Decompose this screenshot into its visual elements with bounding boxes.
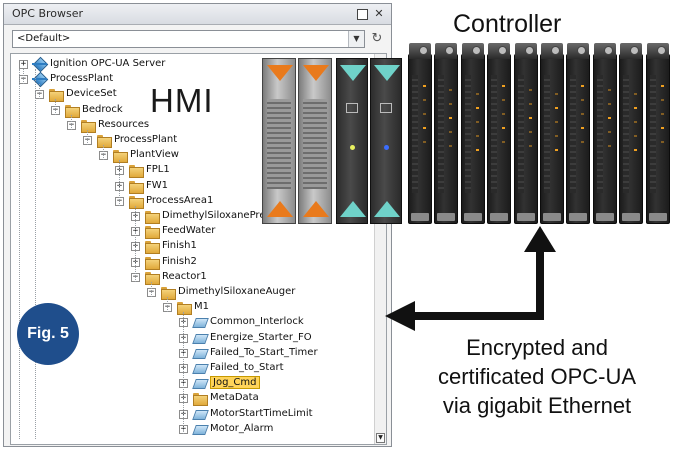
server-icon xyxy=(32,73,47,86)
hmi-label: HMI xyxy=(150,82,214,119)
figure-badge: Fig. 5 xyxy=(17,303,79,365)
cpu-module xyxy=(370,58,402,224)
tree-node-label: MotorStartTimeLimit xyxy=(210,407,313,419)
tree-node-label: M1 xyxy=(194,301,209,313)
tree-node-label: MetaData xyxy=(210,392,259,404)
tree-node-label: Jog_Cmd xyxy=(210,376,260,390)
tree-guide-line xyxy=(183,312,184,434)
window-title: OPC Browser xyxy=(12,7,84,20)
tree-node-label: DimethylSiloxaneAuger xyxy=(178,286,296,297)
io-module xyxy=(619,43,644,224)
tree-guide-line xyxy=(23,69,24,85)
folder-icon xyxy=(176,301,192,316)
io-module xyxy=(566,43,591,224)
caption-line: Encrypted and xyxy=(466,335,608,360)
folder-icon xyxy=(128,195,144,209)
folder-icon xyxy=(160,286,176,300)
tree-node-label: Reactor1 xyxy=(162,270,207,282)
restore-icon[interactable] xyxy=(355,7,369,21)
tree-node-label: ProcessPlant xyxy=(50,73,114,85)
folder-icon xyxy=(144,240,160,255)
io-module xyxy=(434,43,459,224)
title-bar[interactable]: OPC Browser ✕ xyxy=(4,4,391,25)
folder-icon xyxy=(144,271,160,285)
power-supply-module xyxy=(298,58,332,224)
io-module xyxy=(513,43,538,224)
io-module xyxy=(487,43,512,224)
tree-guide-line xyxy=(55,99,56,115)
tree-guide-line xyxy=(167,297,168,313)
arrow-shaft-vertical xyxy=(536,250,544,320)
tree-node-label: DimethylSiloxanePrep xyxy=(162,210,272,221)
tree-guide-line xyxy=(151,281,152,297)
tree-node-label: FPL1 xyxy=(146,164,170,176)
io-module xyxy=(460,43,485,224)
folder-icon xyxy=(80,119,96,133)
tree-node-label: Resources xyxy=(98,118,150,130)
cpu-module xyxy=(336,58,368,224)
server-icon xyxy=(32,58,47,71)
tree-node-label: PlantView xyxy=(130,149,179,161)
scroll-down-icon[interactable]: ▼ xyxy=(376,433,385,443)
io-module xyxy=(645,43,670,224)
tree-node-label: Common_Interlock xyxy=(210,316,304,328)
tree-node-label: Bedrock xyxy=(82,103,123,115)
tree-node-label: FeedWater xyxy=(162,225,216,237)
tree-node-label: ProcessPlant xyxy=(114,134,178,145)
folder-icon xyxy=(112,149,128,164)
tree-guide-line xyxy=(119,160,120,206)
folder-icon xyxy=(192,392,208,407)
folder-icon xyxy=(144,225,160,240)
io-module xyxy=(540,43,564,224)
folder-icon xyxy=(48,88,64,103)
caption-line: via gigabit Ethernet xyxy=(442,393,632,418)
tree-node-label: ProcessArea1 xyxy=(146,194,214,206)
tree-guide-line xyxy=(35,69,36,439)
tree-node-label: Failed_to_Start xyxy=(210,362,284,373)
toolbar: <Default> ▼ ↻ xyxy=(4,26,391,52)
tree-guide-line xyxy=(87,129,88,145)
controller-hardware-image xyxy=(262,42,672,231)
tree-guide-line xyxy=(71,114,72,130)
tree-node-label: Failed_To_Start_Timer xyxy=(210,346,318,358)
connection-caption: Encrypted and certificated OPC-UA via gi… xyxy=(402,333,672,420)
controller-label: Controller xyxy=(453,10,562,38)
tree-guide-line xyxy=(19,69,20,439)
folder-icon xyxy=(96,134,112,148)
tree-node-label: Motor_Alarm xyxy=(210,422,274,434)
io-module xyxy=(592,43,617,224)
tree-node-label: DeviceSet xyxy=(66,88,117,100)
tree-guide-line xyxy=(135,205,136,282)
arrow-shaft-horizontal xyxy=(412,312,544,320)
chevron-down-icon[interactable]: ▼ xyxy=(348,31,364,47)
arrow-head-left xyxy=(385,301,415,331)
tree-node-label: Finish2 xyxy=(162,255,197,267)
tree-node-label: Ignition OPC-UA Server xyxy=(50,58,166,69)
power-supply-module xyxy=(262,58,296,224)
server-select[interactable]: <Default> ▼ xyxy=(12,30,365,48)
caption-line: certificated OPC-UA xyxy=(437,364,637,389)
io-module xyxy=(408,43,432,224)
folder-icon xyxy=(64,104,80,118)
server-select-value: <Default> xyxy=(17,33,71,44)
close-icon[interactable]: ✕ xyxy=(374,7,384,20)
tree-guide-line xyxy=(39,84,40,100)
tree-node-label: Energize_Starter_FO xyxy=(210,331,312,343)
arrow-head-up xyxy=(524,226,556,252)
expand-icon[interactable]: + xyxy=(19,59,28,69)
folder-icon xyxy=(144,210,160,224)
folder-icon xyxy=(144,256,160,270)
refresh-icon[interactable]: ↻ xyxy=(371,31,383,46)
tree-node-label: Finish1 xyxy=(162,240,197,252)
folder-icon xyxy=(128,164,144,179)
tree-node-label: FW1 xyxy=(146,179,169,191)
tree-guide-line xyxy=(103,145,104,161)
folder-icon xyxy=(128,180,144,194)
